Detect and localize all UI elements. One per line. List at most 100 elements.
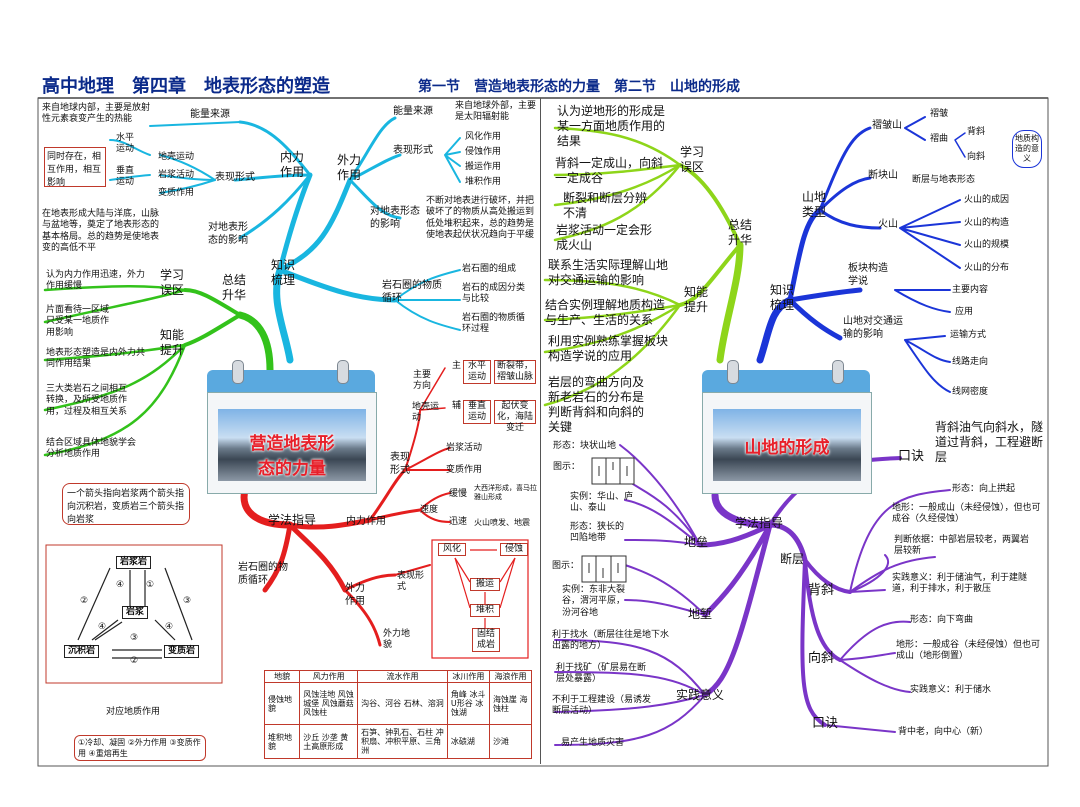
horizontal-box: 水平运动	[463, 360, 491, 384]
method-internal-label: 内力作用	[346, 516, 386, 529]
graben-label: 地堑	[688, 607, 712, 622]
volcano-sub: 火山的规模	[964, 240, 1009, 251]
crust-movement: 地壳运动	[158, 152, 194, 163]
rock-magma: 岩浆	[122, 606, 148, 619]
internal-impact-label: 对地表形态的影响	[208, 222, 256, 247]
left-card-body: 营造地表形态的力量	[207, 392, 377, 494]
landform-table: 地貌 风力作用 流水作用 冰川作用 海浪作用 侵蚀地貌 风蚀洼地 风蚀城堡 风蚀…	[264, 670, 532, 759]
graben-diagram	[582, 556, 626, 582]
rhyme2-text: 背中老，向中心（新）	[898, 727, 988, 738]
anticline-shape: 形态：向上拱起	[952, 484, 1015, 495]
vertical-result-box: 起伏变化，海陆变迁	[494, 400, 536, 424]
center-divider	[540, 98, 541, 764]
graben-diagram-label: 图示：	[552, 561, 579, 572]
card-ring	[727, 360, 739, 384]
table-row: 堆积地貌 沙丘 沙垄 黄土高原形成 石笋、钟乳石、石柱 冲积扇、冲积平原、三角洲…	[265, 725, 532, 759]
table-header: 海浪作用	[489, 671, 531, 683]
main-direction-label: 主要方向	[413, 370, 439, 393]
table-cell: 侵蚀地貌	[265, 683, 300, 725]
rock-num: ②	[80, 596, 88, 607]
table-cell: 沟谷、河谷 石林、溶洞	[358, 683, 448, 725]
rock-num: ③	[130, 633, 138, 644]
table-cell: 冰碛湖	[447, 725, 489, 759]
rock-num: ③	[183, 596, 191, 607]
fault-sub: 断层与地表形态	[912, 175, 975, 186]
left-method-label: 学法指导	[268, 513, 316, 528]
left-center-card: 营造地表形态的力量	[207, 370, 375, 494]
rock-num: ④	[98, 622, 106, 633]
rock-metamorphic: 变质岩	[164, 645, 199, 658]
traffic-item: 线路走向	[952, 357, 988, 368]
mountain-types-label: 山地类型	[802, 190, 830, 220]
syncline-label: 向斜	[808, 651, 834, 667]
rock-num: ④	[165, 622, 173, 633]
left-ability-label: 知能提升	[160, 328, 188, 358]
horizontal-movement: 水平运动	[116, 133, 140, 156]
external-form-item: 风化作用	[465, 132, 501, 143]
method-forms-label: 表现形式	[390, 452, 418, 477]
internal-energy-text: 来自地球内部，主要是放射性元素衰变产生的热能	[42, 103, 154, 126]
left-knowledge-label: 知识梳理	[271, 258, 301, 288]
left-ability-item: 三大类岩石之间相互转换，及所受地质作用，过程及相互关系	[46, 384, 134, 418]
left-learning-item: 认为内力作用迅速，外力作用缓慢	[46, 270, 146, 293]
external-impact-text: 不断对地表进行破坏，并把破坏了的物质从高处搬运到低处堆积起来，总的趋势是使地表起…	[426, 196, 538, 241]
table-header: 地貌	[265, 671, 300, 683]
fast-label: 迅速	[449, 517, 467, 528]
fault-label: 断层	[780, 552, 804, 567]
right-ability-label: 知能提升	[684, 285, 712, 315]
vertical-movement: 垂直运动	[116, 166, 140, 189]
rock-cycle-item: 岩石圈的组成	[462, 264, 516, 275]
coexist-box: 同时存在，相互作用，相互影响	[44, 147, 106, 187]
main-title: 高中地理 第四章 地表形态的塑造	[42, 76, 330, 99]
external-impact-label: 对地表形态的影响	[370, 206, 422, 231]
method-crust-label: 地壳运动	[412, 402, 440, 425]
left-ability-item: 地表形态塑造是内外力共同作用结果	[46, 348, 146, 371]
main-marker: 主	[452, 361, 461, 372]
table-header: 冰川作用	[447, 671, 489, 683]
aux-marker: 辅	[452, 401, 461, 412]
right-card-body: 山地的形成	[702, 392, 872, 494]
table-row: 侵蚀地貌 风蚀洼地 风蚀城堡 风蚀蘑菇 风蚀柱 沟谷、河谷 石林、溶洞 角峰 冰…	[265, 683, 532, 725]
plate-item: 应用	[955, 307, 973, 318]
practical-item: 易产生地质灾害	[561, 738, 624, 749]
right-ability-item: 联系生活实际理解山地对交通运输的影响	[548, 258, 672, 288]
internal-forms-label: 表现形式	[215, 172, 255, 185]
graben-shape: 形态：狭长的凹陷地带	[570, 522, 628, 545]
anticline-short: 背斜	[967, 127, 985, 138]
speed-label: 速度	[420, 505, 438, 516]
internal-energy-label: 能量来源	[190, 109, 230, 122]
right-learning-item: 认为逆地形的形成是某一方面地质作用的结果	[557, 104, 667, 149]
anticline-practice: 实践意义：利于储油气，利于建隧道，利于排水，利于散压	[892, 573, 1042, 596]
rock-num: ①	[146, 580, 154, 591]
right-center-card: 山地的形成	[702, 370, 870, 494]
internal-impact-text: 在地表形成大陆与洋底，山脉与盆地等，奠定了地表形态的基本格局。总的趋势是使地表变…	[42, 209, 166, 254]
volcano-sub: 火山的分布	[964, 263, 1009, 274]
right-ability-item: 结合实例理解地质构造与生产、生活的关系	[545, 298, 673, 328]
right-knowledge-branch	[760, 117, 965, 392]
table-cell: 风蚀洼地 风蚀城堡 风蚀蘑菇 风蚀柱	[300, 683, 358, 725]
right-knowledge-label: 知识梳理	[770, 283, 800, 313]
table-cell: 石笋、钟乳石、石柱 冲积扇、冲积平原、三角洲	[358, 725, 448, 759]
legend-box: ①冷却、凝固 ②外力作用 ③变质作用 ④重熔再生	[74, 735, 206, 761]
method-magma: 岩浆活动	[446, 443, 482, 454]
left-center-label: 营造地表形态的力量	[208, 429, 376, 479]
structure-meaning: 地质构造的意义	[1012, 130, 1042, 168]
flow-transport: 搬运	[470, 578, 500, 591]
left-learning-label: 学习误区	[160, 268, 188, 298]
rock-magma-rock: 岩浆岩	[116, 556, 151, 569]
horst-shape: 形态：块状山地	[553, 441, 616, 452]
rock-cycle-label: 岩石圈的物质循环	[382, 280, 442, 305]
horizontal-result-box: 断裂带，褶皱山脉	[494, 360, 536, 384]
rock-cycle-item: 岩石圈的物质循环过程	[462, 313, 526, 336]
traffic-item: 运输方式	[950, 330, 986, 341]
table-header-row: 地貌 风力作用 流水作用 冰川作用 海浪作用	[265, 671, 532, 683]
right-center-label: 山地的形成	[703, 433, 871, 458]
method-external-label: 外力作用	[345, 583, 373, 608]
practical-item: 不利于工程建设（易诱发断层活动）	[552, 695, 652, 718]
metamorphism: 变质作用	[158, 188, 194, 199]
external-form-item: 侵蚀作用	[465, 147, 501, 158]
volcano-sub: 火山的构造	[964, 218, 1009, 229]
flow-deposition: 堆积	[470, 604, 500, 617]
vertical-box: 垂直运动	[463, 400, 491, 424]
table-cell: 堆积地貌	[265, 725, 300, 759]
